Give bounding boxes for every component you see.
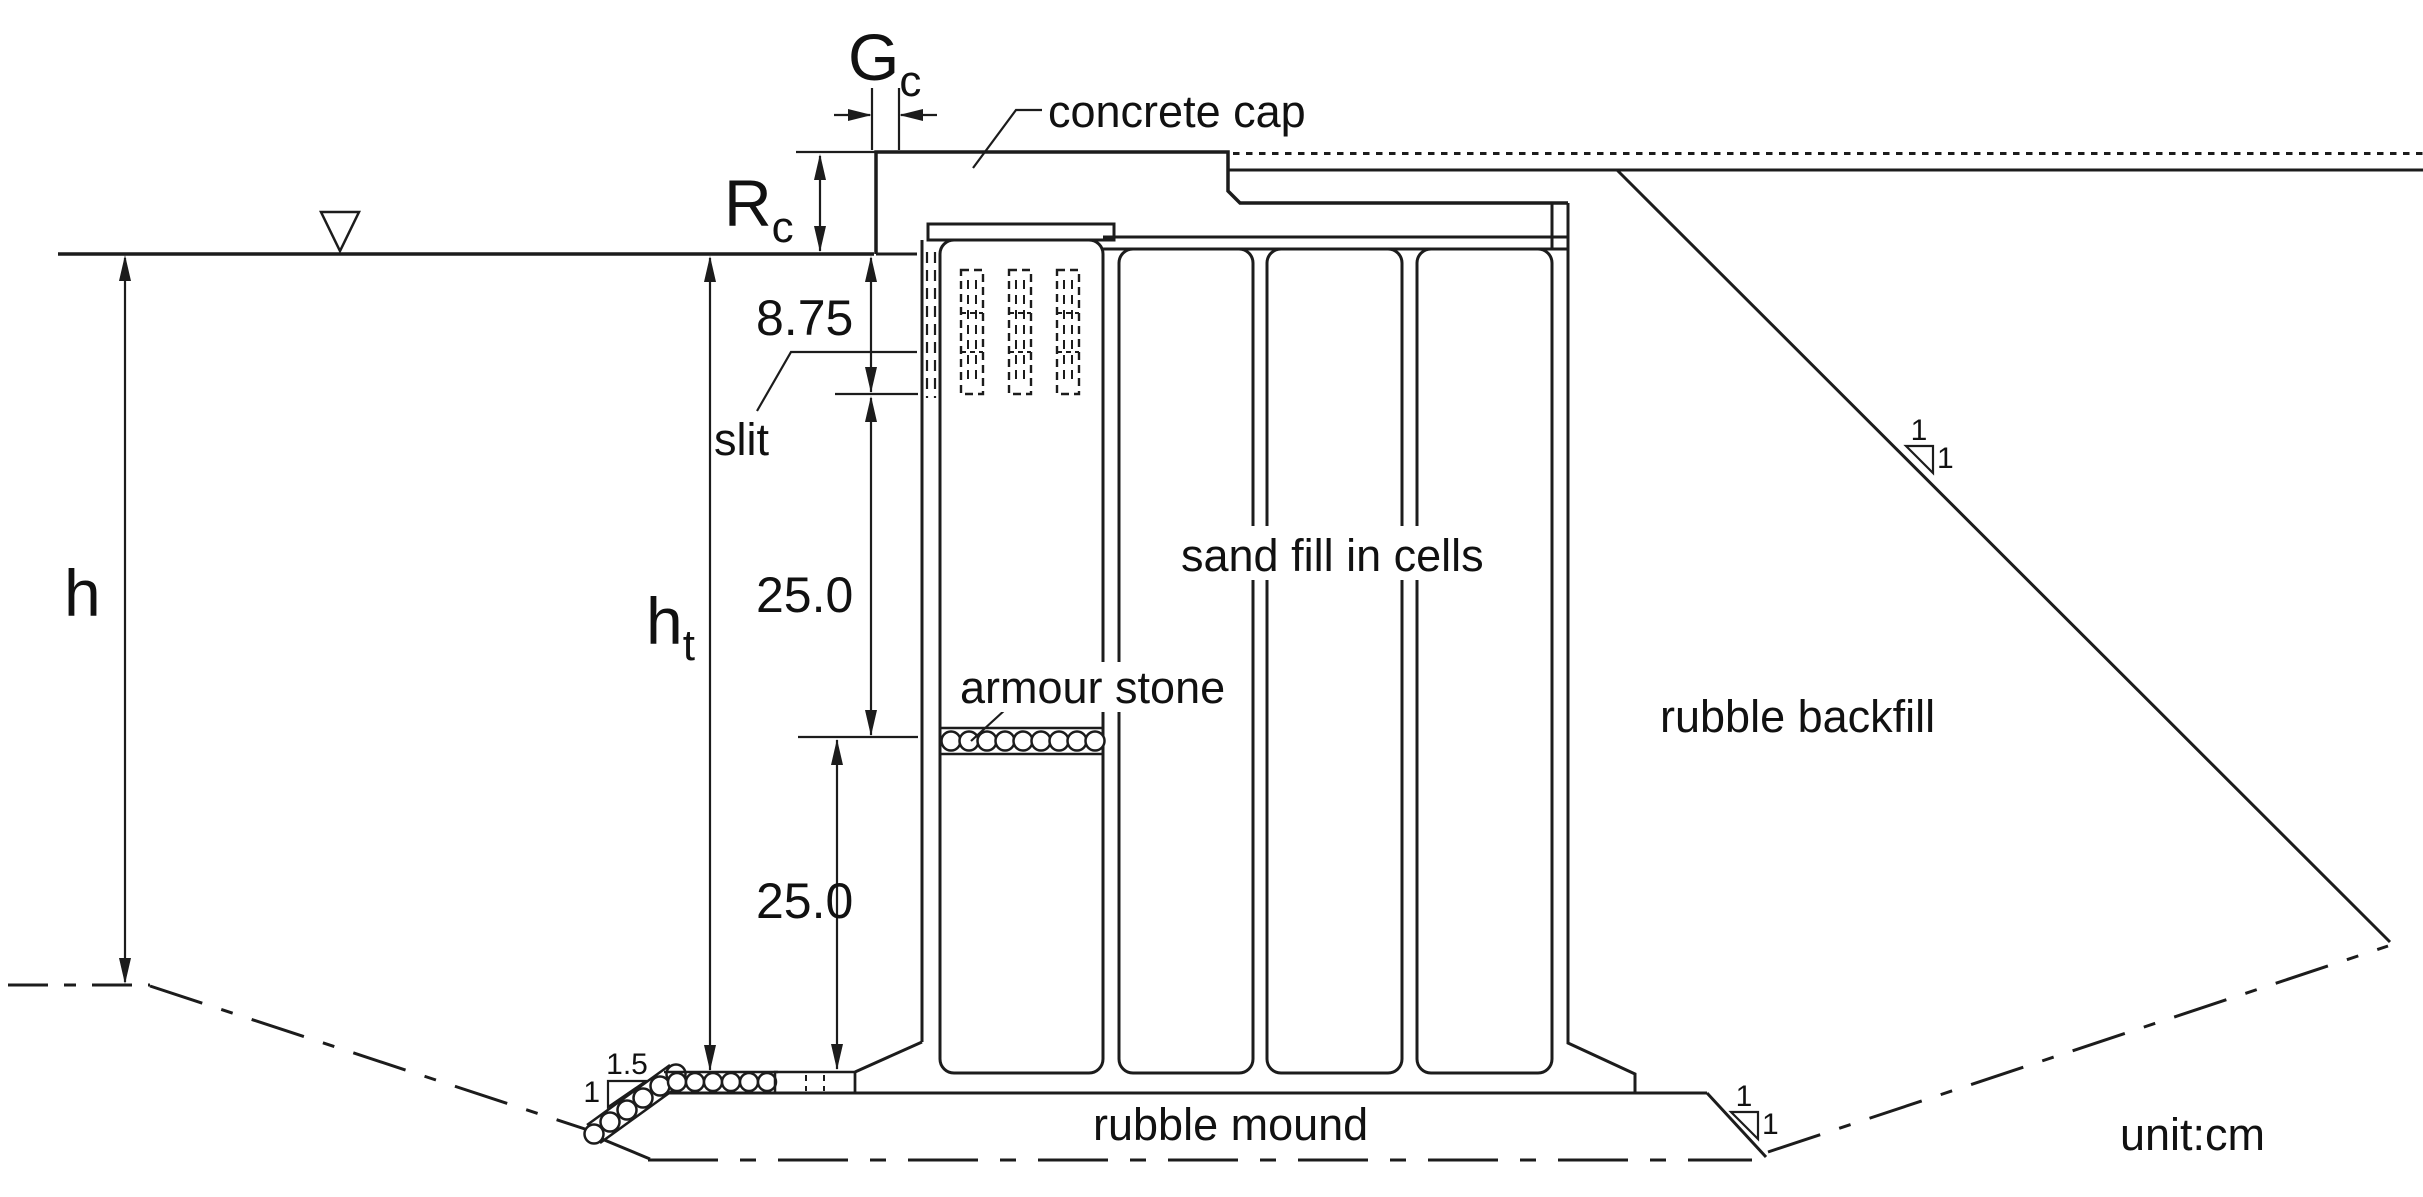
gc-main: G [848, 20, 899, 94]
toe-block [773, 1070, 857, 1095]
ht-subscript: t [683, 621, 695, 670]
arrow-up-icon [831, 739, 843, 765]
dim-25-lower-label: 25.0 [756, 873, 853, 929]
arrow-up-icon [814, 154, 826, 180]
rubble-backfill-label: rubble backfill [1660, 691, 1935, 742]
slope-backfill-rise-label: 1 [1937, 442, 1954, 475]
armour-stone-label: armour stone [960, 662, 1225, 713]
sand-fill-label: sand fill in cells [1181, 530, 1484, 581]
left-base-chamfer [854, 1040, 923, 1074]
slit-column [1007, 268, 1033, 396]
dim-25-upper-label: 25.0 [756, 567, 853, 623]
arrow-down-icon [704, 1045, 716, 1071]
arrow-down-icon [865, 710, 877, 736]
arrow-down-icon [865, 367, 877, 393]
arrow-up-icon [865, 256, 877, 282]
arrow-up-icon [704, 256, 716, 282]
berm-stone-row [664, 1070, 778, 1093]
seabed-line-left-slope [149, 984, 589, 1132]
slit-leader [756, 350, 917, 412]
armour-stone-label-bg [950, 662, 1242, 712]
concrete-cap-leader [972, 108, 1042, 169]
cell-4 [1415, 247, 1554, 1075]
slope-left-rise-label: 1 [583, 1076, 600, 1109]
h-symbol: h [64, 556, 101, 630]
dim-875-label: 8.75 [756, 290, 853, 346]
slope-marker-left: 1.5 1 [583, 1048, 650, 1110]
arrow-right-icon [848, 109, 872, 121]
unit-note: unit:cm [2120, 1109, 2265, 1160]
slit-column [1055, 268, 1081, 396]
slope-left-run-label: 1.5 [606, 1048, 648, 1081]
armour-stone-leader [970, 708, 1007, 742]
cell1-lid [926, 222, 1116, 242]
mound-right-slope-line [1705, 1091, 1768, 1159]
concrete-cap-outline [874, 150, 1568, 254]
arrow-down-icon [831, 1044, 843, 1070]
slope-backfill-run-label: 1 [1911, 414, 1928, 447]
slope-marker-backfill: 1 1 [1903, 414, 1954, 476]
slope-mound-rise-label: 1 [1762, 1108, 1779, 1141]
backfill-slope-line [1615, 168, 2392, 944]
concrete-cap-label: concrete cap [1048, 86, 1306, 137]
seabed-line-right-slope [1767, 944, 2389, 1154]
rubble-mound-label: rubble mound [1093, 1099, 1368, 1150]
slit-label: slit [714, 414, 769, 465]
ht-main: h [646, 584, 683, 658]
right-wall-and-base-chamfer [1566, 203, 1637, 1093]
rc-main: R [724, 166, 772, 240]
slope-mound-run-label: 1 [1736, 1080, 1753, 1113]
water-level-symbol [319, 210, 361, 254]
cell-2 [1117, 247, 1255, 1075]
ht-symbol: ht [646, 584, 695, 670]
arrow-down-icon [119, 958, 131, 984]
sand-fill-label-bg [1172, 526, 1544, 580]
gc-symbol: Gc [848, 20, 921, 106]
slope-marker-mound-right: 1 1 [1728, 1080, 1779, 1142]
gc-subscript: c [899, 57, 921, 106]
cell-3 [1265, 247, 1404, 1075]
arrow-left-icon [899, 109, 923, 121]
arrow-down-icon [814, 226, 826, 252]
slit-column [959, 268, 985, 396]
arrow-up-icon [119, 255, 131, 281]
cell-1 [938, 238, 1105, 1075]
armour-stone-row [938, 726, 1106, 756]
rc-symbol: Rc [724, 166, 794, 252]
arrow-up-icon [865, 396, 877, 422]
rc-subscript: c [772, 203, 794, 252]
